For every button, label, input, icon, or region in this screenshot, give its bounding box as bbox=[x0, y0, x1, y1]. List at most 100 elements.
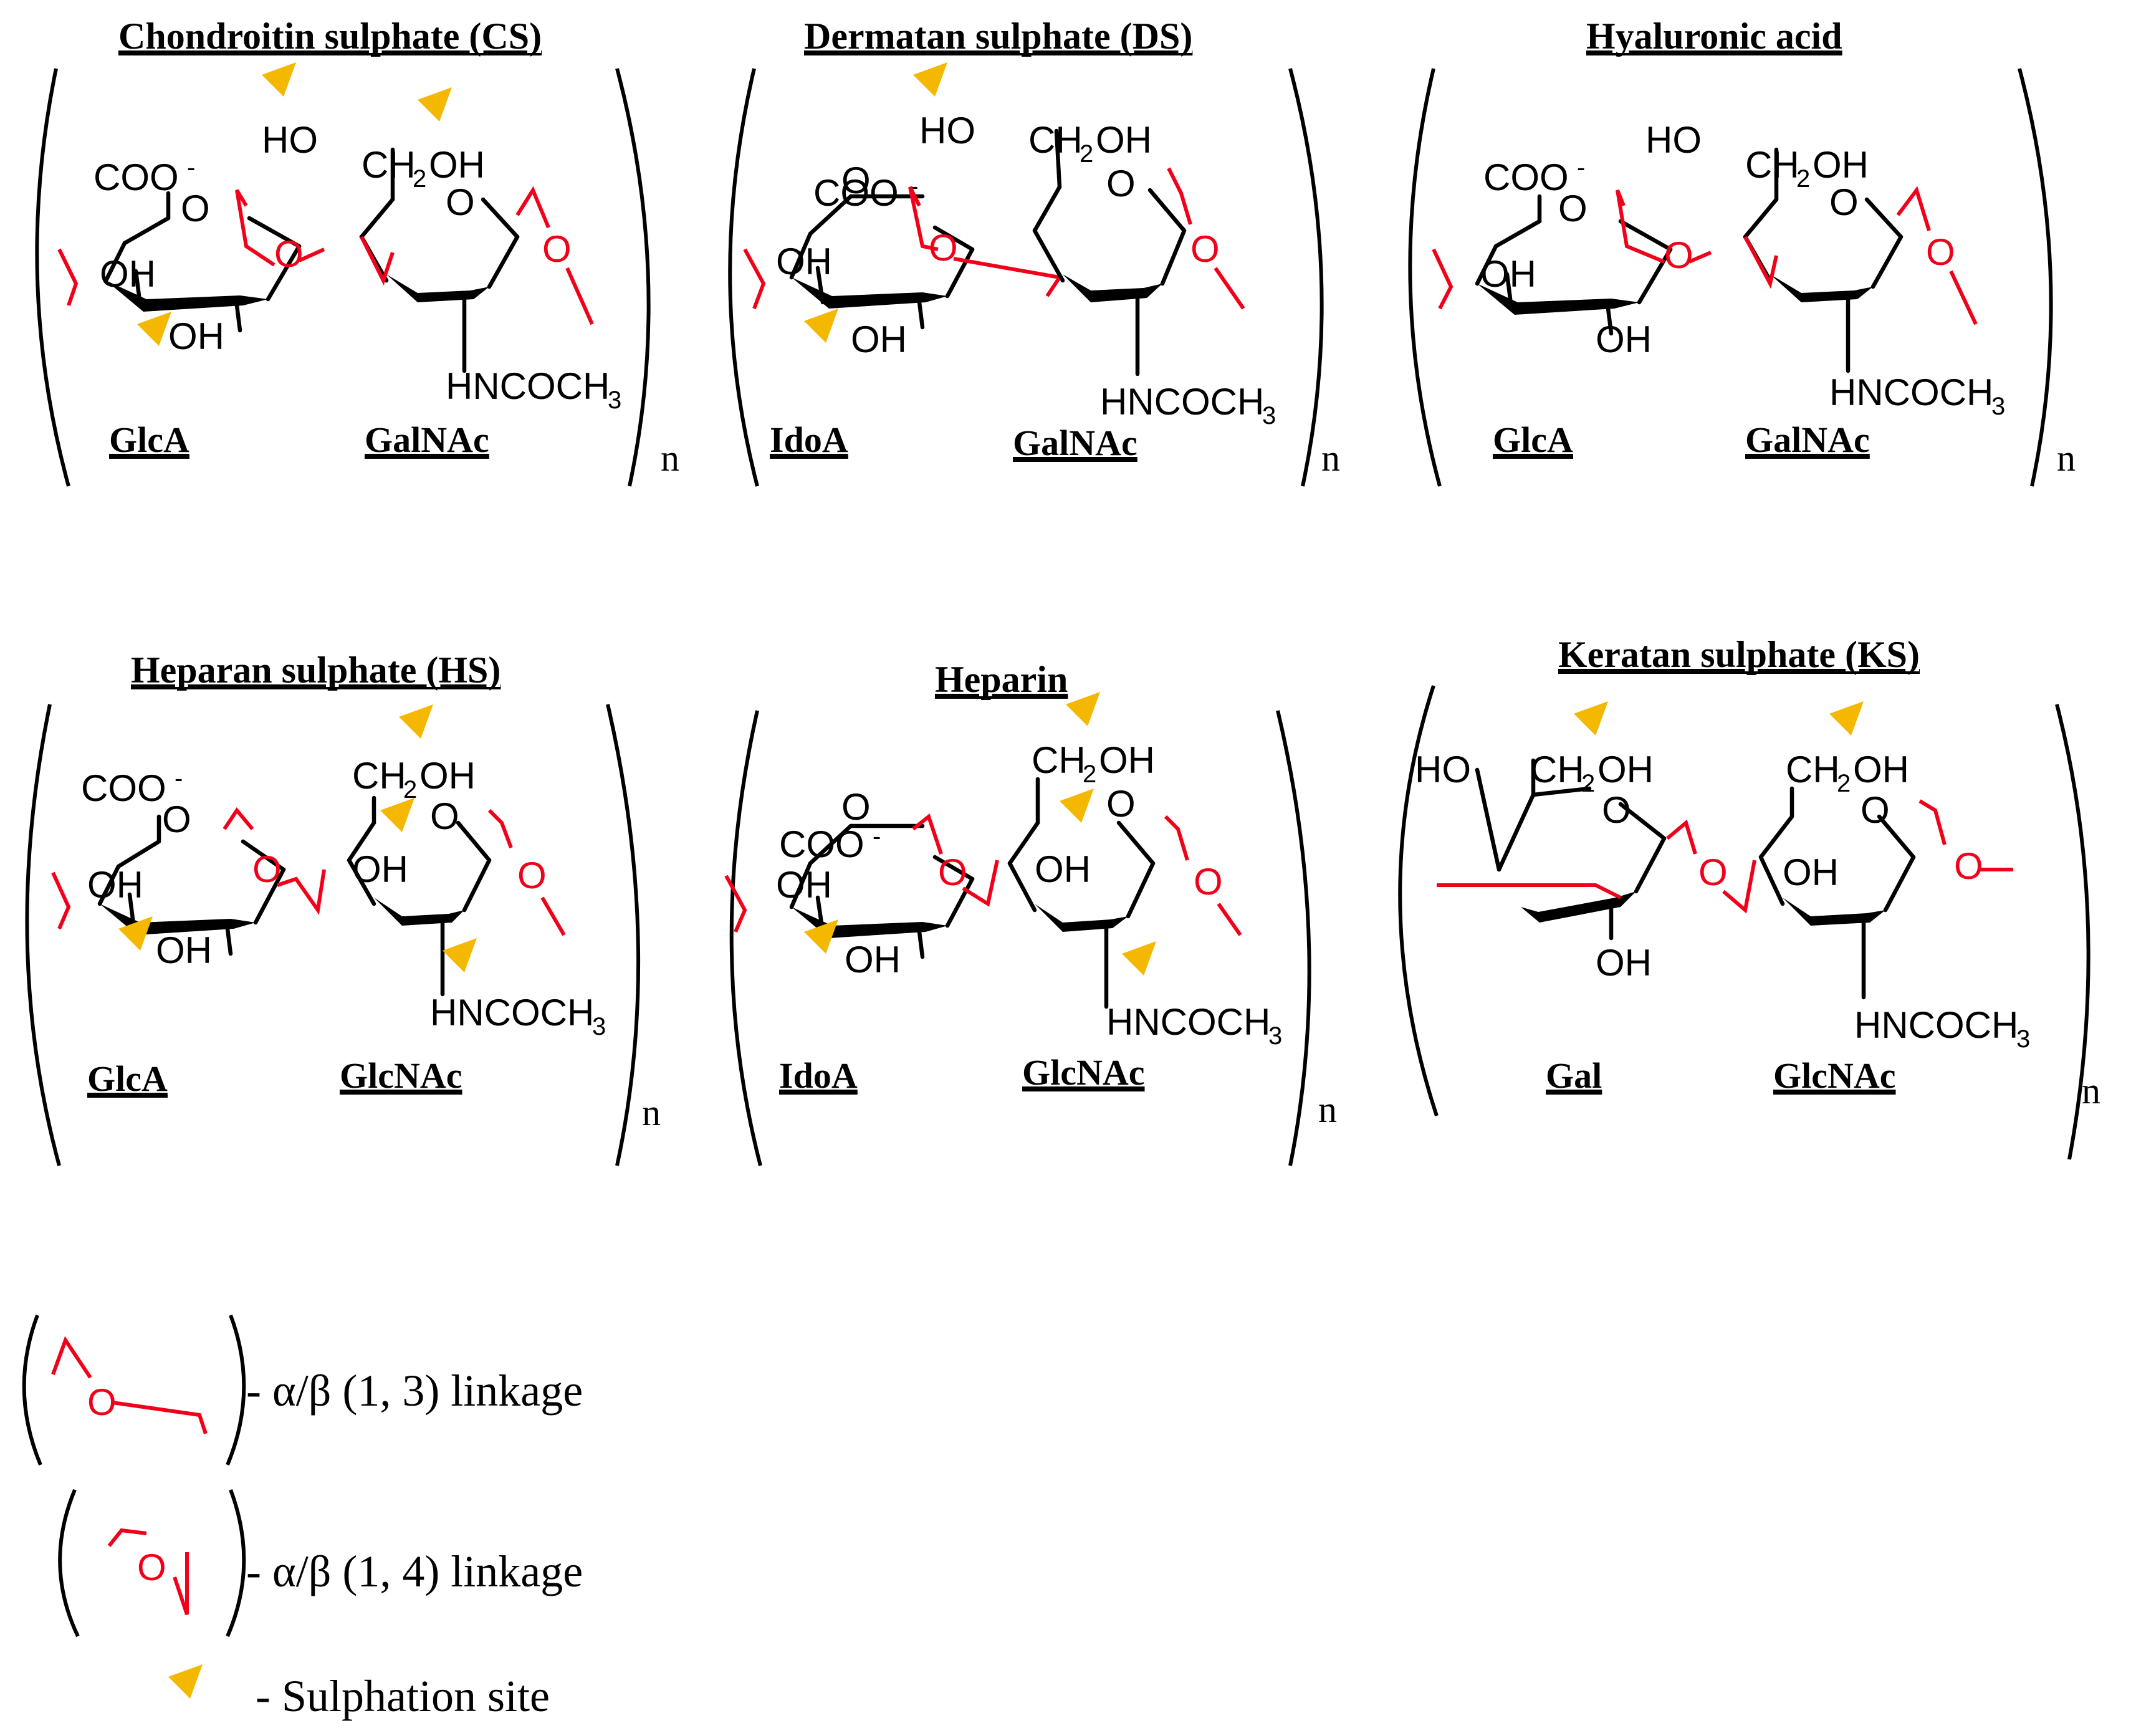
structure-title: Chondroitin sulphate (CS) bbox=[118, 16, 542, 57]
right-parenthesis bbox=[2018, 68, 2053, 487]
legend: O - α/β (1, 3) linkage O - α/β (1, 4) li… bbox=[22, 1314, 583, 1721]
left-parenthesis bbox=[729, 710, 762, 1166]
svg-text:OH: OH bbox=[776, 241, 832, 282]
ring-oxygen: O bbox=[181, 188, 210, 229]
svg-text:3: 3 bbox=[1991, 393, 2005, 420]
svg-text:OH: OH bbox=[87, 864, 143, 906]
sulphation-site-marker bbox=[804, 309, 838, 343]
svg-text:O: O bbox=[1664, 234, 1693, 276]
structure-chondroitin-sulphate: Chondroitin sulphate (CS) n COO- O OH OH… bbox=[35, 16, 679, 487]
svg-text:CH: CH bbox=[1530, 749, 1584, 790]
svg-text:OH: OH bbox=[429, 144, 485, 186]
svg-text:2: 2 bbox=[1083, 760, 1096, 788]
structure-title: Heparan sulphate (HS) bbox=[131, 650, 500, 691]
svg-text:2: 2 bbox=[1796, 165, 1810, 193]
sulphation-site-marker bbox=[262, 62, 296, 97]
svg-text:CH: CH bbox=[1745, 144, 1799, 186]
svg-text:OH: OH bbox=[776, 864, 832, 906]
legend-linkage-14: O - α/β (1, 4) linkage bbox=[58, 1489, 583, 1638]
sulphation-site-marker bbox=[418, 87, 452, 122]
svg-text:OH: OH bbox=[1596, 319, 1652, 360]
svg-text:O: O bbox=[1861, 789, 1890, 831]
svg-text:2: 2 bbox=[1837, 770, 1851, 797]
svg-text:2: 2 bbox=[1581, 770, 1595, 797]
svg-text:O: O bbox=[1954, 845, 1983, 887]
svg-text:OH: OH bbox=[156, 929, 212, 971]
left-parenthesis bbox=[35, 68, 70, 487]
sulphation-site-marker bbox=[380, 798, 414, 832]
right-parenthesis bbox=[2055, 704, 2091, 1160]
legend-label: - Sulphation site bbox=[256, 1671, 550, 1721]
svg-text:O: O bbox=[274, 233, 304, 275]
sulphation-site-marker bbox=[443, 938, 477, 972]
linkage-13-icon bbox=[51, 1336, 92, 1379]
repeat-n: n bbox=[2082, 1070, 2100, 1111]
svg-text:OH: OH bbox=[1596, 942, 1652, 984]
legend-linkage-13: O - α/β (1, 3) linkage bbox=[22, 1314, 583, 1466]
svg-text:O: O bbox=[1602, 789, 1631, 831]
sulphation-site-marker bbox=[913, 62, 947, 97]
glca-ring bbox=[1475, 194, 1673, 336]
left-parenthesis bbox=[25, 704, 61, 1166]
svg-text:O: O bbox=[1190, 228, 1220, 270]
svg-text:COO: COO bbox=[813, 172, 899, 214]
structure-title: Keratan sulphate (KS) bbox=[1558, 634, 1920, 675]
unit-label: IdoA bbox=[770, 420, 848, 460]
svg-text:OH: OH bbox=[1597, 749, 1654, 790]
svg-text:2: 2 bbox=[403, 776, 417, 803]
sulphation-site-marker bbox=[137, 312, 171, 346]
svg-text:HNCOCH: HNCOCH bbox=[430, 992, 594, 1033]
sulphation-site-marker bbox=[1829, 701, 1864, 736]
sulphation-icon bbox=[168, 1664, 203, 1699]
right-parenthesis bbox=[1276, 710, 1311, 1166]
glcnac-ring bbox=[1007, 777, 1156, 1009]
unit-label: GlcA bbox=[1493, 420, 1573, 460]
svg-text:3: 3 bbox=[592, 1013, 606, 1040]
svg-text:O: O bbox=[517, 855, 547, 896]
svg-text:CH: CH bbox=[362, 144, 416, 186]
unit-label: GlcA bbox=[109, 420, 189, 460]
svg-text:OH: OH bbox=[1813, 144, 1869, 186]
structure-heparan-sulphate: Heparan sulphate (HS) n COO- O OH OH O bbox=[25, 650, 661, 1166]
structure-title: Heparin bbox=[935, 659, 1068, 700]
svg-text:OH: OH bbox=[1853, 749, 1909, 790]
svg-text:COO: COO bbox=[81, 767, 166, 809]
svg-text:O: O bbox=[446, 181, 475, 223]
svg-text:O: O bbox=[1194, 861, 1223, 903]
unit-label: Gal bbox=[1546, 1055, 1602, 1096]
unit-label: GalNAc bbox=[1745, 420, 1870, 460]
legend-label: - α/β (1, 3) linkage bbox=[246, 1366, 583, 1416]
svg-text:2: 2 bbox=[1080, 140, 1093, 168]
svg-text:-: - bbox=[175, 765, 183, 792]
left-parenthesis bbox=[1398, 685, 1439, 1116]
svg-text:O: O bbox=[1558, 188, 1588, 229]
glcnac-ring bbox=[347, 795, 492, 997]
svg-text:OH: OH bbox=[1035, 848, 1091, 890]
svg-text:CH: CH bbox=[1032, 739, 1086, 781]
svg-text:CH: CH bbox=[1786, 749, 1840, 790]
left-parenthesis bbox=[1408, 68, 1442, 487]
svg-text:O: O bbox=[1106, 783, 1136, 825]
repeat-n: n bbox=[1321, 438, 1340, 479]
svg-text:HNCOCH: HNCOCH bbox=[1854, 1004, 2018, 1046]
svg-text:COO: COO bbox=[779, 823, 864, 865]
svg-text:CH: CH bbox=[352, 755, 406, 797]
right-parenthesis bbox=[606, 704, 641, 1166]
svg-text:-: - bbox=[187, 154, 195, 181]
svg-text:OH: OH bbox=[352, 848, 408, 890]
structure-dermatan-sulphate: Dermatan sulphate (DS) n COO- O OH OH O bbox=[728, 16, 1340, 487]
svg-text:O: O bbox=[430, 795, 459, 837]
svg-text:O: O bbox=[841, 786, 871, 828]
unit-label: GlcNAc bbox=[340, 1055, 462, 1096]
svg-text:OH: OH bbox=[845, 939, 901, 981]
svg-text:OH: OH bbox=[168, 315, 224, 357]
repeat-n: n bbox=[1318, 1089, 1337, 1130]
svg-text:-: - bbox=[873, 823, 881, 850]
repeat-n: n bbox=[661, 438, 679, 479]
legend-sulphation: - Sulphation site bbox=[168, 1664, 550, 1721]
sulphation-site-marker bbox=[1060, 789, 1094, 823]
structure-title: Hyaluronic acid bbox=[1586, 16, 1842, 57]
svg-text:3: 3 bbox=[2016, 1025, 2030, 1053]
svg-text:O: O bbox=[1698, 851, 1728, 893]
